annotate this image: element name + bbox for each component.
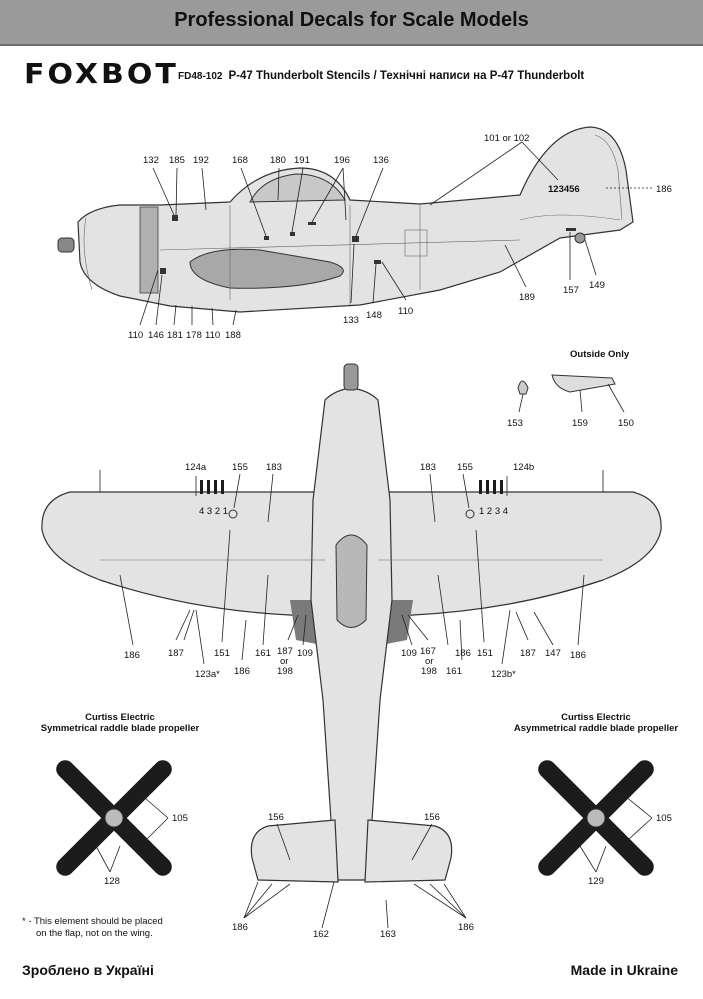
- callout-156-left: 156: [268, 812, 284, 823]
- callout-155-right: 155: [457, 462, 473, 473]
- propeller-left: Curtiss Electric Symmetrical raddle blad…: [41, 712, 200, 887]
- callout-187-lw-a: 187: [168, 648, 184, 659]
- callout-124a: 124a: [185, 462, 207, 473]
- callout-163: 163: [380, 929, 396, 940]
- callout-133: 133: [343, 315, 359, 326]
- callout-101-or-102: 101 or 102: [484, 133, 529, 144]
- callout-187-lw-b: 187: [277, 646, 293, 657]
- side-view-leaders: [139, 141, 597, 326]
- footnote-line-1: * - This element should be placed: [22, 916, 163, 927]
- callout-123a: 123a*: [195, 669, 220, 680]
- callout-109-left: 109: [297, 648, 313, 659]
- callout-192: 192: [193, 155, 209, 166]
- callout-110-c: 110: [398, 306, 413, 317]
- prop-right-title-1: Curtiss Electric: [561, 712, 631, 723]
- callout-185: 185: [169, 155, 185, 166]
- callout-186-rw-a: 186: [455, 648, 471, 659]
- callout-161-right: 161: [446, 666, 462, 677]
- prop-left-title-2: Symmetrical raddle blade propeller: [41, 723, 200, 734]
- callout-151-right: 151: [477, 648, 493, 659]
- sheet-code: FD48-102: [178, 71, 223, 82]
- callout-168: 168: [232, 155, 248, 166]
- callout-146: 146: [148, 330, 164, 341]
- callout-186-rw-b: 186: [570, 650, 586, 661]
- callout-159: 159: [572, 418, 588, 429]
- callout-157: 157: [563, 285, 579, 296]
- sheet-subtitle: FD48-102 P-47 Thunderbolt Stencils / Техн…: [178, 70, 584, 82]
- outside-only-inset: Outside Only 153 159 150: [507, 349, 634, 429]
- callout-155-left: 155: [232, 462, 248, 473]
- prop-left-title-1: Curtiss Electric: [85, 712, 155, 723]
- callout-183-right: 183: [420, 462, 436, 473]
- callout-180: 180: [270, 155, 286, 166]
- callout-110-a: 110: [128, 330, 143, 341]
- callout-186-tail-right: 186: [458, 922, 474, 933]
- callout-198-left: 198: [277, 666, 293, 677]
- callout-123b: 123b*: [491, 669, 516, 680]
- callout-105-right: 105: [656, 813, 672, 824]
- top-view-callouts: 124a 155 183 183 155 124b 186 187 123a* …: [124, 462, 586, 680]
- side-view-aircraft: 123456: [57, 126, 652, 313]
- callout-167: 167: [420, 646, 436, 657]
- callout-196: 196: [334, 155, 350, 166]
- callout-191: 191: [294, 155, 310, 166]
- footer-made-in-ukraine-en: Made in Ukraine: [570, 962, 678, 978]
- brand-logo: FOXBOT: [24, 58, 179, 91]
- top-view-leaders: [119, 473, 585, 665]
- callout-186-lw-b: 186: [234, 666, 250, 677]
- callout-186-tail-left: 186: [232, 922, 248, 933]
- callout-129: 129: [588, 876, 604, 887]
- header-title: Professional Decals for Scale Models: [174, 9, 529, 31]
- prop-right-title-2: Asymmetrical raddle blade propeller: [514, 723, 679, 734]
- side-view-callouts: 132 185 192 168 180 191 196 136 101 or 1…: [128, 133, 672, 341]
- callout-136: 136: [373, 155, 389, 166]
- callout-or-right: or: [425, 656, 433, 667]
- callout-178: 178: [186, 330, 202, 341]
- callout-188: 188: [225, 330, 241, 341]
- callout-156-right: 156: [424, 812, 440, 823]
- callout-151-left: 151: [214, 648, 230, 659]
- outside-only-title: Outside Only: [570, 349, 630, 360]
- callout-132: 132: [143, 155, 159, 166]
- callout-186-lw-a: 186: [124, 650, 140, 661]
- callout-149: 149: [589, 280, 605, 291]
- header-bar: Professional Decals for Scale Models: [0, 0, 703, 46]
- gun-numbers-left: 4 3 2 1: [199, 506, 228, 517]
- callout-109-right: 109: [401, 648, 417, 659]
- callout-186-tail: 186: [656, 184, 672, 195]
- sheet-title: P-47 Thunderbolt Stencils / Технічні нап…: [228, 70, 585, 82]
- callout-161-left: 161: [255, 648, 271, 659]
- top-view-aircraft: 4 3 2 1 1 2 3 4: [41, 363, 662, 883]
- gun-numbers-right: 1 2 3 4: [479, 506, 508, 517]
- callout-147: 147: [545, 648, 561, 659]
- callout-183-left: 183: [266, 462, 282, 473]
- serial-number: 123456: [548, 184, 580, 195]
- callout-162: 162: [313, 929, 329, 940]
- tail-callouts: 156 156 186 162 163 186: [232, 812, 474, 940]
- callout-105-left: 105: [172, 813, 188, 824]
- callout-198-right: 198: [421, 666, 437, 677]
- callout-110-b: 110: [205, 330, 220, 341]
- callout-187-rw: 187: [520, 648, 536, 659]
- callout-153: 153: [507, 418, 523, 429]
- footnote-line-2: on the flap, not on the wing.: [36, 928, 153, 939]
- callout-148: 148: [366, 310, 382, 321]
- callout-128: 128: [104, 876, 120, 887]
- callout-189: 189: [519, 292, 535, 303]
- callout-150: 150: [618, 418, 634, 429]
- propeller-right: Curtiss Electric Asymmetrical raddle bla…: [514, 712, 679, 887]
- callout-or-left: or: [280, 656, 288, 667]
- footer-made-in-ukraine-ua: Зроблено в Україні: [22, 962, 154, 978]
- callout-124b: 124b: [513, 462, 534, 473]
- callout-181: 181: [167, 330, 183, 341]
